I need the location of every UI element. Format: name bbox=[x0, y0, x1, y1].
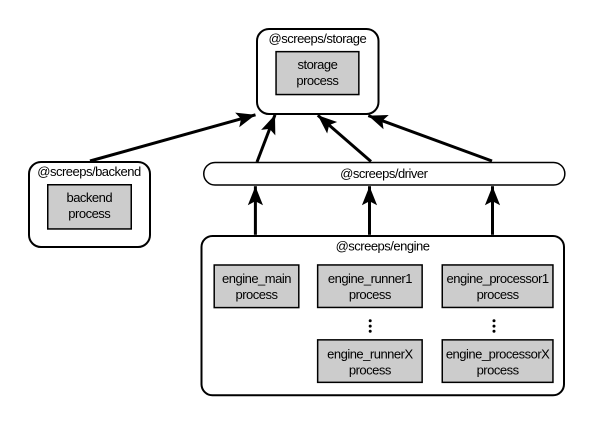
svg-text:process: process bbox=[235, 287, 278, 302]
svg-text:process: process bbox=[349, 287, 392, 302]
svg-text:engine_runnerX: engine_runnerX bbox=[327, 346, 413, 361]
svg-text:@screeps/driver: @screeps/driver bbox=[340, 166, 429, 181]
svg-text:@screeps/engine: @screeps/engine bbox=[336, 239, 430, 254]
svg-text:@screeps/backend: @screeps/backend bbox=[37, 164, 141, 179]
svg-text:process: process bbox=[477, 287, 520, 302]
svg-text:storage: storage bbox=[297, 57, 337, 72]
svg-text:@screeps/storage: @screeps/storage bbox=[269, 31, 367, 46]
svg-text:engine_processor1: engine_processor1 bbox=[447, 271, 549, 286]
svg-text:backend: backend bbox=[66, 190, 112, 205]
svg-text:process: process bbox=[477, 362, 520, 377]
svg-text:process: process bbox=[68, 206, 111, 221]
svg-text:process: process bbox=[349, 362, 392, 377]
svg-text:process: process bbox=[296, 73, 339, 88]
svg-text:engine_main: engine_main bbox=[222, 271, 291, 286]
svg-text:engine_processorX: engine_processorX bbox=[446, 346, 550, 361]
svg-text:engine_runner1: engine_runner1 bbox=[328, 271, 412, 286]
